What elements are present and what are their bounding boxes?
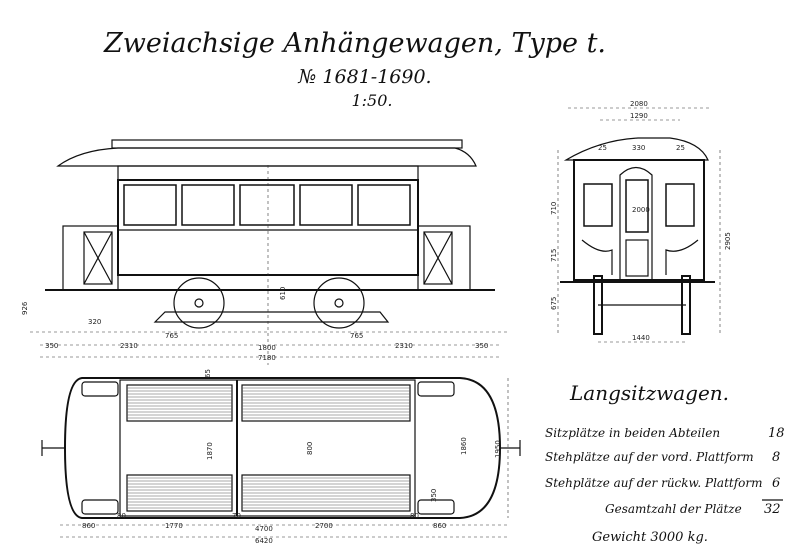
wheel-left: [173, 277, 225, 329]
dim-end-width: 2080: [630, 100, 648, 108]
seating-row-value: 18: [768, 426, 785, 441]
seating-row-label: Stehplätze auf der vord. Plattform: [545, 450, 754, 464]
dim-left-overhang: 350: [45, 342, 58, 350]
seating-total-value: 32: [764, 502, 781, 517]
dim-wheelbase: 1800: [258, 344, 276, 352]
drawing-title: Zweiachsige Anhängewagen, Type t.: [103, 28, 606, 59]
dim-total-height: 2905: [724, 232, 732, 250]
dim-right-platform: 2310: [395, 342, 413, 350]
scale-label: 1:50.: [351, 91, 392, 110]
dim-step-height: 926: [21, 301, 29, 315]
dim-wheel: 610: [279, 287, 287, 300]
end-door: [619, 166, 653, 280]
dim-end-right-margin: 25: [676, 144, 685, 152]
dim-plan-right-gap: 80: [410, 512, 419, 520]
plan-outline: [63, 377, 502, 519]
roof-lantern: [111, 139, 463, 149]
end-roof: [563, 137, 709, 161]
seating-table: Langsitzwagen. Sitzplätze in beiden Abte…: [545, 381, 785, 545]
dim-lower-height: 715: [550, 249, 558, 262]
rail: [153, 311, 390, 323]
dim-body-length: 4700: [255, 525, 273, 533]
wheel-right: [313, 277, 365, 329]
dim-plan-small: 65: [204, 369, 212, 378]
side-windows: [123, 184, 411, 226]
plan-view: [41, 377, 521, 538]
dim-plan-total-length: 6420: [255, 537, 273, 545]
end-body: [573, 159, 705, 281]
dim-right-compartment: 2700: [315, 522, 333, 530]
side-view: [30, 139, 510, 365]
dim-roof-width: 1290: [630, 112, 648, 120]
dim-aisle: 800: [306, 442, 314, 455]
seating-row-value: 6: [772, 476, 780, 491]
dim-end-left-margin: 25: [598, 144, 607, 152]
dim-lantern: 330: [632, 144, 645, 152]
dim-plan-step: 350: [430, 489, 438, 502]
seating-heading: Langsitzwagen.: [569, 381, 729, 405]
dim-plan-left-gap: 80: [117, 512, 126, 520]
seating-total-label: Gesamtzahl der Plätze: [605, 502, 742, 516]
dim-left-platform: 2310: [120, 342, 138, 350]
dim-upper-height: 710: [550, 202, 558, 215]
dim-right-wheel: 765: [350, 332, 363, 340]
dim-end-step: 675: [550, 297, 558, 310]
plan-body: [119, 379, 416, 517]
weight-label: Gewicht 3000 kg.: [592, 530, 708, 545]
dim-left-compartment: 1770: [165, 522, 183, 530]
dim-plan-total-width: 1950: [494, 440, 502, 458]
end-view: [557, 107, 721, 343]
seating-row-label: Sitzplätze in beiden Abteilen: [545, 426, 720, 440]
dim-plan-left-platform: 860: [82, 522, 95, 530]
dim-platform-width: 1860: [460, 437, 468, 455]
dim-total-length: 7180: [258, 354, 276, 362]
seating-row-label: Stehplätze auf der rückw. Plattform: [545, 476, 763, 490]
dim-door-height: 2000: [632, 206, 650, 214]
dim-step-offset: 320: [88, 318, 101, 326]
dim-partition: 70: [232, 512, 241, 520]
dim-inner-width: 1870: [206, 442, 214, 460]
seating-row-value: 8: [772, 450, 780, 465]
dim-left-wheel: 765: [165, 332, 178, 340]
dim-right-overhang: 350: [475, 342, 488, 350]
dim-plan-right-platform: 860: [433, 522, 446, 530]
fleet-numbers: № 1681-1690.: [297, 66, 431, 88]
dim-track-gauge: 1440: [632, 334, 650, 342]
roof: [56, 147, 477, 167]
